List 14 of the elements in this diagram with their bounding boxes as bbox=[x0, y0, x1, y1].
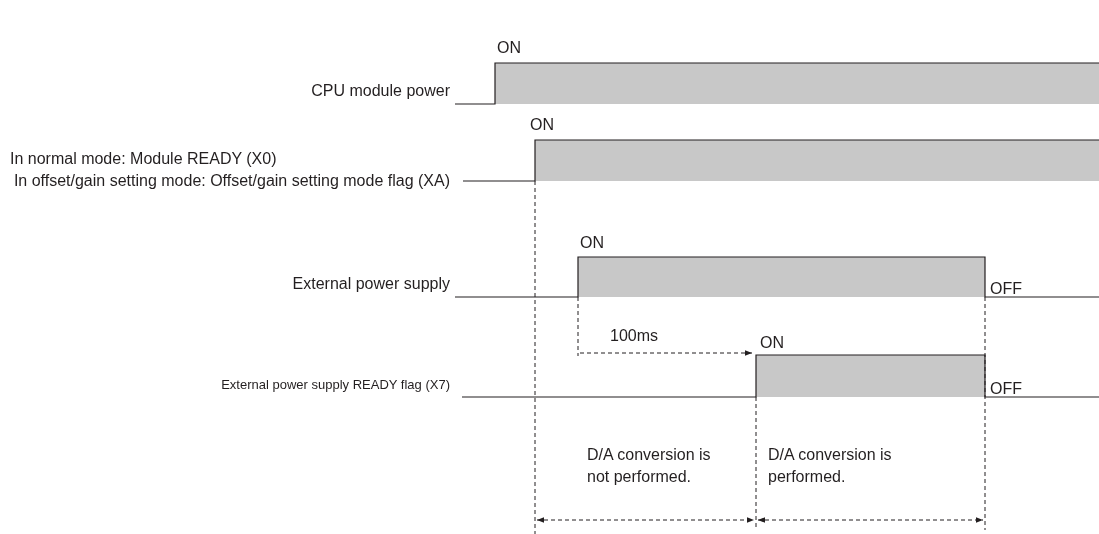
annotation-text: D/A conversion is not performed. bbox=[587, 445, 712, 487]
state-label: ON bbox=[530, 115, 554, 135]
state-label: OFF bbox=[990, 379, 1022, 399]
signal-name: External power supply bbox=[291, 274, 450, 294]
duration-label: 100ms bbox=[610, 326, 659, 346]
signal-name: CPU module power bbox=[310, 81, 450, 101]
state-label: ON bbox=[760, 333, 784, 353]
signal-name: In normal mode: Module READY (X0) bbox=[10, 149, 277, 169]
state-label: ON bbox=[497, 38, 521, 58]
signal-name: External power supply READY flag (X7) bbox=[220, 376, 450, 394]
state-label: ON bbox=[580, 233, 604, 253]
signal-name: In offset/gain setting mode: Offset/gain setting mode flag (XA) bbox=[12, 171, 450, 191]
annotation-text: D/A conversion is performed. bbox=[768, 445, 893, 487]
state-label: OFF bbox=[990, 279, 1022, 299]
